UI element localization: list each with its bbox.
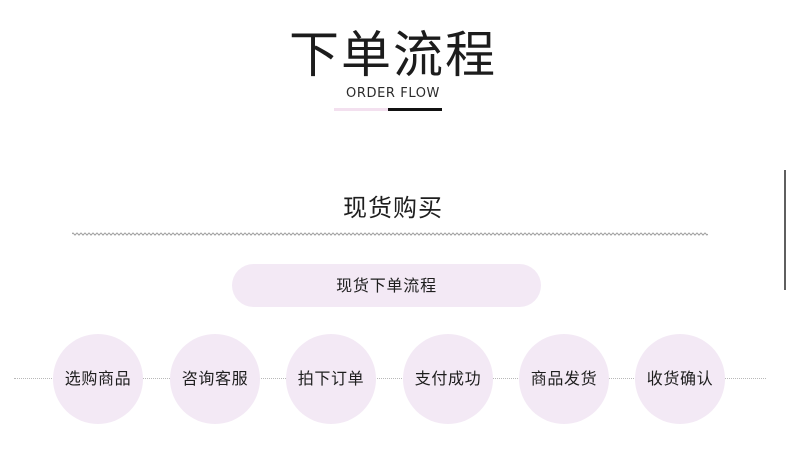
steps-connector-line: [14, 378, 766, 379]
title-underline-accent: [334, 108, 388, 111]
step-label: 收货确认: [646, 369, 714, 388]
wavy-divider: [72, 232, 708, 236]
title-underline-bar: [388, 108, 442, 111]
step-label: 咨询客服: [181, 369, 249, 388]
step-circle: 咨询客服: [170, 334, 260, 424]
process-pill-label: 现货下单流程: [336, 276, 437, 295]
step-label: 拍下订单: [297, 369, 365, 388]
step-circle: 收货确认: [635, 334, 725, 424]
step-label: 支付成功: [414, 369, 482, 388]
section-title: 现货购买: [343, 194, 443, 222]
step-label: 选购商品: [64, 369, 132, 388]
page-subtitle: ORDER FLOW: [346, 86, 440, 101]
step-circle: 选购商品: [53, 334, 143, 424]
process-pill: 现货下单流程: [232, 264, 541, 307]
edge-divider: [784, 170, 786, 290]
step-label: 商品发货: [530, 369, 598, 388]
page-title: 下单流程: [289, 26, 497, 84]
step-circle: 支付成功: [403, 334, 493, 424]
step-circle: 商品发货: [519, 334, 609, 424]
step-circle: 拍下订单: [286, 334, 376, 424]
